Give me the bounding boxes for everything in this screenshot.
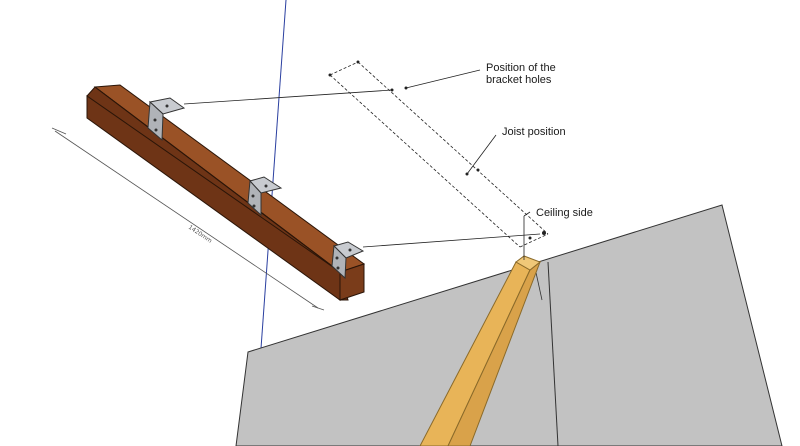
- beam-top-face: [93, 84, 366, 273]
- joist: [419, 255, 542, 446]
- beam-front-face: [86, 95, 341, 301]
- bracket-leader-line-1: [183, 89, 393, 105]
- joist-position-leader: [466, 134, 497, 175]
- dimension-length-label: 1420mm: [187, 224, 213, 245]
- ceiling-side-label: Ceiling side: [536, 207, 593, 219]
- bracket-holes-leader: [405, 69, 481, 89]
- joist-position-outline: [328, 60, 549, 248]
- ceiling-side-leader-tick: [523, 211, 531, 217]
- wooden-beam: [86, 84, 366, 301]
- bracket-holes-label-line2: bracket holes: [486, 74, 552, 86]
- bracket-holes-label-line1: Position of the: [486, 62, 556, 74]
- surface-fold-line: [547, 261, 559, 446]
- bracket-holes-annotation: Position of the bracket holes: [486, 62, 556, 86]
- bracket-leader-line-2: [362, 233, 541, 248]
- angle-bracket-2: [247, 176, 283, 217]
- angle-bracket-3: [331, 241, 365, 280]
- angle-bracket-1: [147, 97, 186, 142]
- joist-position-label: Joist position: [502, 126, 566, 138]
- beam-end-face: [339, 263, 365, 301]
